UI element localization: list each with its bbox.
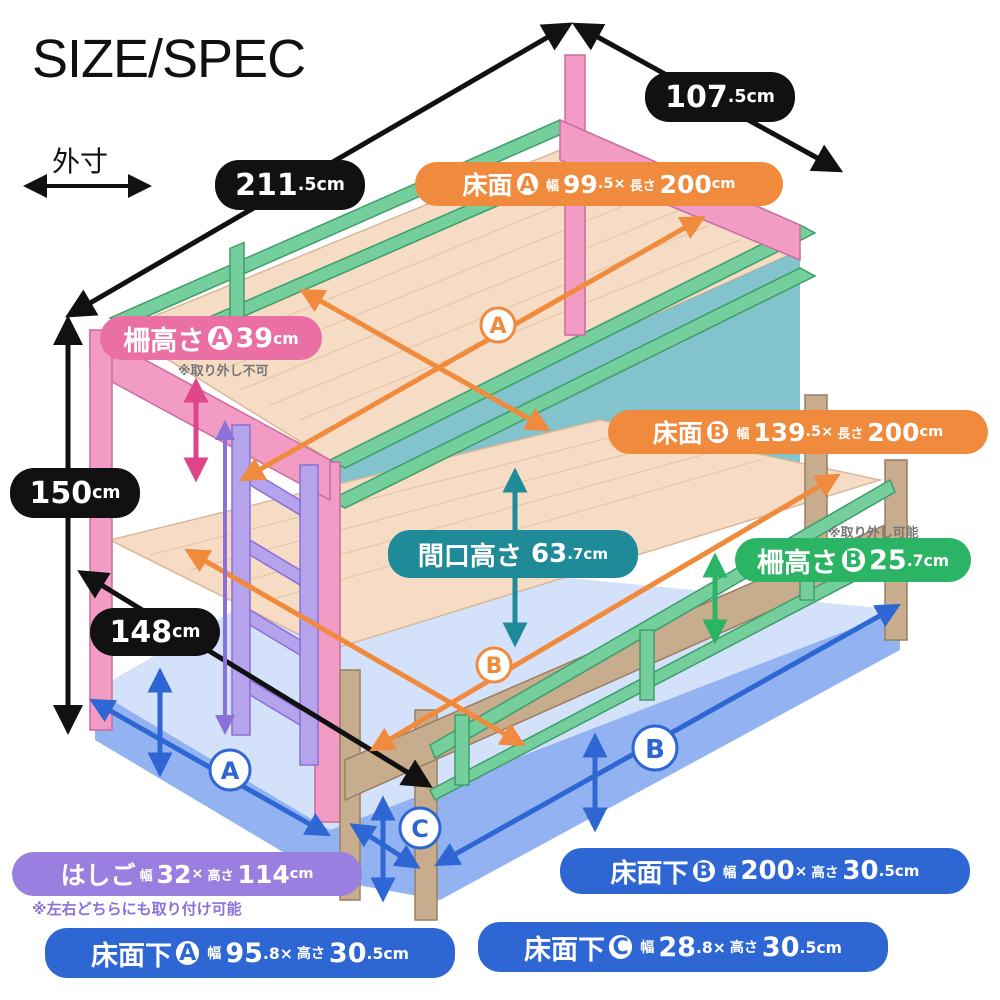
ladder-note: ※左右どちらにも取り付け可能 <box>32 900 242 918</box>
marker-under-c: C <box>398 806 442 850</box>
marker-under-a: A <box>208 748 252 792</box>
marker-floor-b-lower: B <box>475 646 513 684</box>
opening-height: 間口高さ 63.7cm <box>388 530 638 578</box>
svg-text:A: A <box>221 757 240 785</box>
fence-a-note: ※取り外し不可 <box>178 364 269 379</box>
svg-text:A: A <box>489 314 506 339</box>
svg-text:B: B <box>645 735 665 765</box>
page-title: SIZE/SPEC <box>32 29 306 89</box>
marker-floor-a-upper: A <box>479 306 517 344</box>
marker-under-b: B <box>631 724 679 772</box>
length-dimension: 211.5cm <box>215 160 365 210</box>
depth-dimension: 107.5cm <box>645 72 795 122</box>
svg-text:B: B <box>486 654 503 679</box>
svg-text:C: C <box>411 815 429 843</box>
outer-dimension-label: 外寸 <box>52 145 109 178</box>
fence-b-note: ※取り外し可能 <box>828 526 919 541</box>
